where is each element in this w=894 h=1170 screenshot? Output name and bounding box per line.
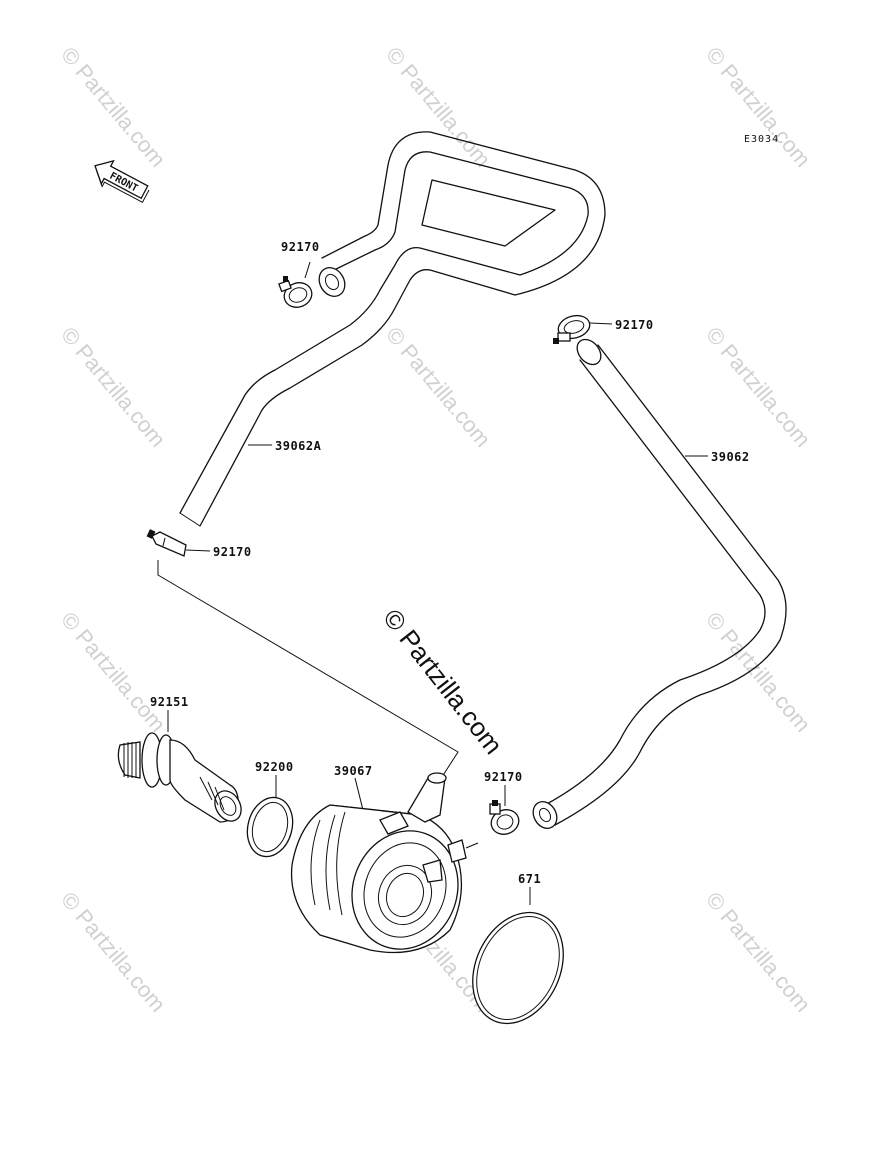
hose-39062a <box>179 131 606 527</box>
part-label: 39062 <box>711 450 750 464</box>
clamp-icon <box>278 276 313 308</box>
watermark: © Partzilla.com <box>701 607 815 737</box>
watermark: © Partzilla.com <box>701 887 815 1017</box>
union-bolt-92151 <box>117 732 242 823</box>
part-label: 92200 <box>255 760 294 774</box>
leader-lines <box>157 261 708 905</box>
watermark: © Partzilla.com <box>56 322 170 452</box>
oil-cooler-39067 <box>290 772 479 954</box>
part-label: 92170 <box>615 318 654 332</box>
watermark: © Partzilla.com <box>56 887 170 1017</box>
o-ring-671 <box>472 911 564 1025</box>
watermark: © Partzilla.com <box>56 42 170 172</box>
watermark: © Partzilla.com <box>56 607 170 737</box>
part-label: 671 <box>518 872 541 886</box>
clamp-icon <box>489 800 520 835</box>
clamp-icon <box>146 529 187 557</box>
watermark: © Partzilla.com <box>701 322 815 452</box>
part-label: 92151 <box>150 695 189 709</box>
diagram-code: E3034 <box>744 134 779 145</box>
hose-39062 <box>532 338 787 829</box>
part-label: 92170 <box>213 545 252 559</box>
part-label: 39062A <box>275 439 322 453</box>
part-label: 39067 <box>334 764 373 778</box>
clamp-icon <box>553 314 591 344</box>
watermark: © Partzilla.com <box>381 42 495 172</box>
part-label: 92170 <box>281 240 320 254</box>
watermark: © Partzilla.com <box>381 322 495 452</box>
watermark: © Partzilla.com <box>701 42 815 172</box>
o-ring-92200 <box>246 796 294 858</box>
front-arrow-icon: FRONT <box>94 159 150 203</box>
part-label: 92170 <box>484 770 523 784</box>
center-watermark: © Partzilla.com <box>377 603 509 760</box>
